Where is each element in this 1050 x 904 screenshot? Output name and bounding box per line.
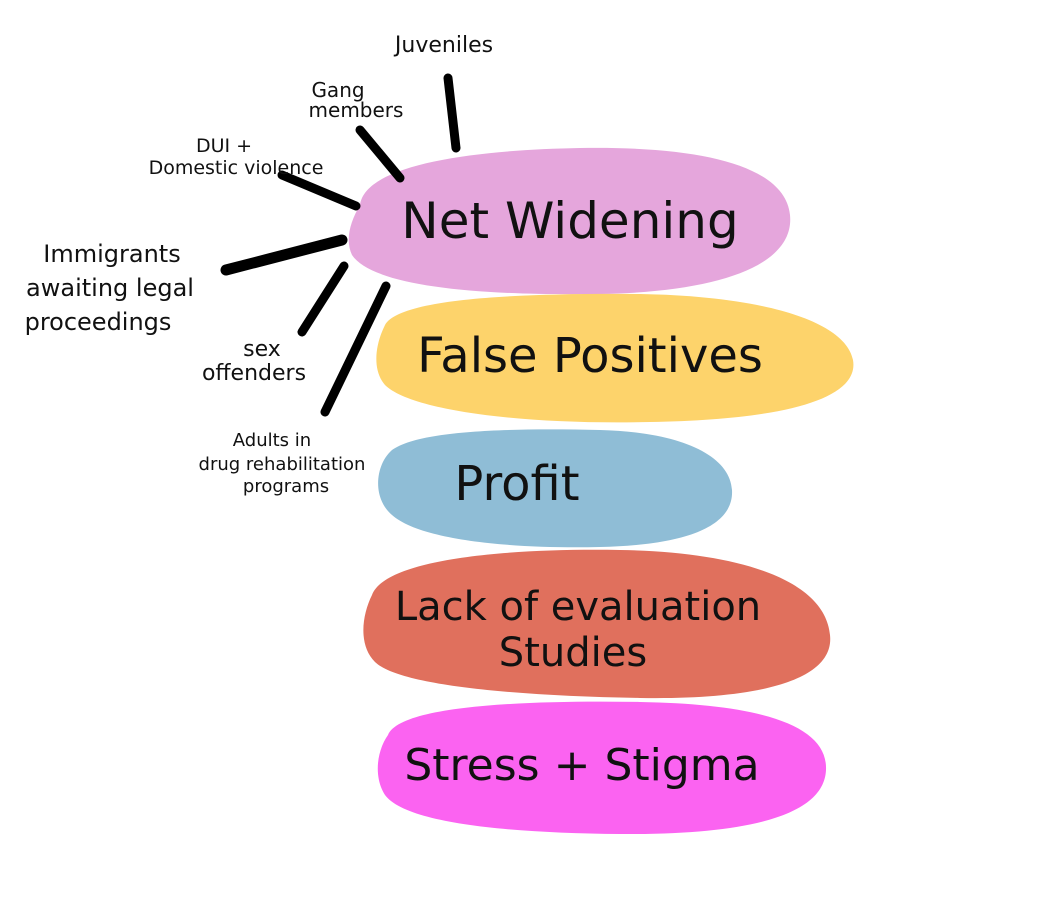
line-sex-offenders bbox=[297, 261, 349, 337]
label-sex-offenders-line2: offenders bbox=[202, 361, 306, 386]
blob-lack-of-evaluation-label-line2: Studies bbox=[499, 630, 647, 676]
blob-lack-of-evaluation: Lack of evaluation Studies bbox=[363, 549, 831, 699]
label-gang-members-line2: members bbox=[309, 98, 404, 122]
blob-lack-of-evaluation-shape bbox=[363, 549, 831, 699]
label-adults-line1: Adults in bbox=[233, 430, 311, 451]
line-immigrants bbox=[220, 234, 348, 276]
label-dui-line1: DUI + bbox=[196, 135, 252, 157]
blob-stress-stigma-shape bbox=[377, 701, 827, 835]
blob-lack-of-evaluation-label-line1: Lack of evaluation bbox=[395, 584, 761, 630]
blob-false-positives: False Positives bbox=[376, 293, 854, 423]
blob-stress-stigma-label: Stress + Stigma bbox=[404, 740, 759, 791]
blob-net-widening: Net Widening bbox=[348, 147, 791, 295]
label-immigrants-line2: awaiting legal bbox=[26, 274, 194, 302]
line-adults bbox=[320, 281, 391, 417]
label-dui-line2: Domestic violence bbox=[149, 157, 324, 179]
blob-profit-shape bbox=[378, 429, 733, 548]
blob-profit-label: Profit bbox=[454, 456, 579, 512]
blob-stress-stigma: Stress + Stigma bbox=[377, 701, 827, 835]
label-gang-members-line1: Gang bbox=[311, 78, 364, 102]
blob-false-positives-shape bbox=[376, 293, 854, 423]
line-dui bbox=[277, 170, 361, 211]
label-immigrants-line1: Immigrants bbox=[43, 240, 180, 268]
blob-profit: Profit bbox=[378, 429, 733, 548]
line-juveniles bbox=[443, 73, 461, 153]
blob-false-positives-label: False Positives bbox=[417, 328, 763, 384]
label-juveniles: Juveniles bbox=[393, 33, 493, 58]
blob-net-widening-label: Net Widening bbox=[401, 192, 738, 250]
label-adults-line3: programs bbox=[243, 476, 329, 497]
label-sex-offenders-line1: sex bbox=[243, 337, 281, 362]
blob-net-widening-shape bbox=[348, 147, 791, 295]
label-adults-line2: drug rehabilitation bbox=[199, 454, 366, 475]
line-gang-members bbox=[355, 125, 405, 183]
label-immigrants-line3: proceedings bbox=[25, 308, 172, 336]
